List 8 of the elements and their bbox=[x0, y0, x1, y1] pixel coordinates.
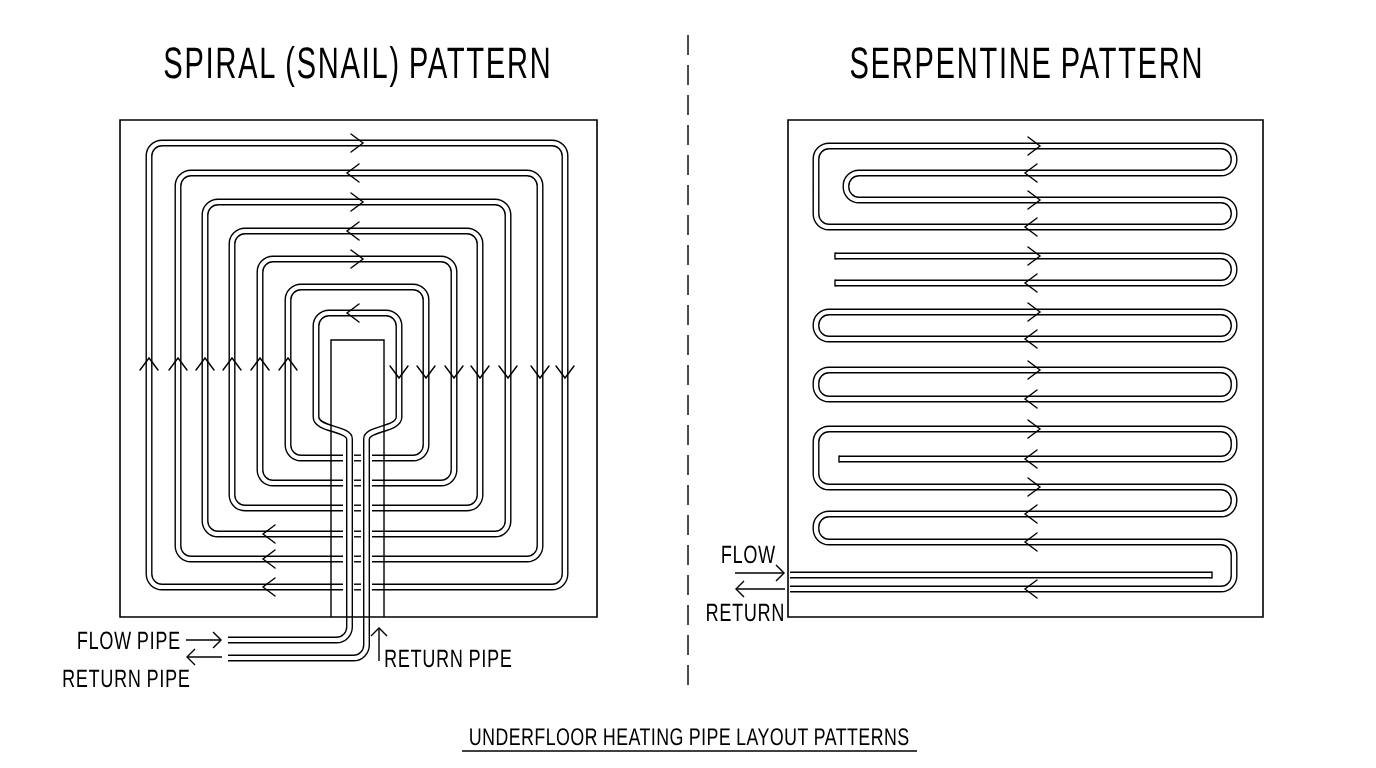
caption: UNDERFLOOR HEATING PIPE LAYOUT PATTERNS bbox=[461, 728, 918, 752]
pipe-label: FLOW bbox=[722, 545, 776, 564]
panel-heading: SPIRAL (SNAIL) PATTERN bbox=[164, 46, 549, 88]
pipe-label: RETURN PIPE bbox=[63, 669, 190, 688]
pipe-label: FLOW PIPE bbox=[78, 631, 180, 650]
pipe-label: RETURN PIPE bbox=[385, 649, 512, 668]
panel-heading: SERPENTINE PATTERN bbox=[850, 47, 1201, 79]
pipe-label: RETURN bbox=[707, 603, 783, 622]
